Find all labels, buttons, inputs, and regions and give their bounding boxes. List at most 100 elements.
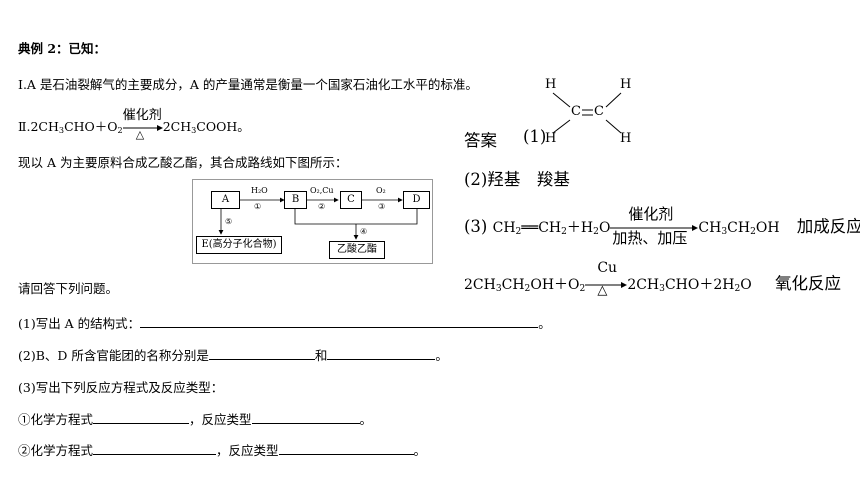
q3b-type-blank[interactable]: [278, 442, 414, 455]
eq1-text: OH: [755, 220, 780, 236]
eq2-arrow-above: Cu: [597, 260, 618, 276]
label-o2: O₂: [376, 186, 386, 195]
condition-1: Ⅰ.A 是石油裂解气的主要成分，A 的产量通常是衡量一个国家石油化工水平的标准。: [18, 77, 478, 92]
question-2: (2)B、D 所含官能团的名称分别是 和 。: [18, 345, 448, 364]
eq2-reactants: 2CH3CH2OH＋O2: [464, 277, 586, 294]
cond2-sub: 3: [58, 125, 65, 135]
node-c: C: [340, 191, 362, 209]
q3a-mid: ，反应类型: [189, 412, 252, 427]
eq1-sub: 2: [515, 227, 522, 237]
eq2-sub: 2: [524, 284, 531, 294]
q3a-suffix: 。: [359, 412, 373, 427]
q1-suffix: 。: [538, 316, 551, 331]
eq1-text: CH: [492, 220, 516, 236]
label-step5: ⑤: [225, 217, 233, 226]
eq2-arrow: Cu △: [585, 260, 628, 298]
eq1-text: ＋H: [566, 220, 594, 236]
ethylene-bonds: [552, 92, 622, 134]
question-3a: ①化学方程式 ，反应类型 。: [18, 409, 372, 428]
eq2-text: 2CH: [627, 277, 660, 293]
eq1-sub: 2: [593, 227, 599, 237]
eq2-text: OH＋O: [530, 277, 580, 293]
q2-answer-blank-b[interactable]: [208, 347, 315, 360]
ethylene-structure: H H H H C C: [542, 77, 634, 149]
label-step1: ①: [254, 202, 262, 211]
eq1-reactants: CH2══CH2＋H2O: [492, 220, 611, 237]
question-1: (1)写出 A 的结构式： 。: [18, 313, 551, 332]
q3a-equation-blank[interactable]: [93, 411, 190, 424]
q3b-equation-blank[interactable]: [93, 442, 217, 455]
eq2-sub: 3: [659, 284, 665, 294]
eq1-arrow-above: 催化剂: [628, 205, 674, 223]
q3b-prefix: ②化学方程式: [18, 443, 94, 458]
q3b-mid: ，反应类型: [216, 443, 279, 458]
answer-q3-number: (3): [464, 217, 488, 236]
synthesis-flowchart: A B C D E(高分子化合物) 乙酸乙酯 H₂O ① O₂,Cu ② O₂ …: [192, 179, 433, 264]
eq1-text: CH: [538, 220, 562, 236]
eq1-double-bond: ══: [521, 220, 539, 236]
atom-h: H: [545, 131, 557, 146]
q3a-prefix: ①化学方程式: [18, 412, 94, 427]
q2-answer-blank-d[interactable]: [327, 347, 436, 360]
q2-prefix: (2)B、D 所含官能团的名称分别是: [18, 348, 209, 363]
cond2-sub: 2: [117, 125, 123, 135]
question-title: 典例 2：已知：: [18, 41, 107, 56]
cond2-suffix: COOH。: [196, 119, 250, 134]
node-d: D: [403, 191, 430, 209]
flowchart-lines: [218, 197, 418, 240]
q1-answer-blank[interactable]: [140, 315, 539, 328]
answer-label: 答案: [464, 131, 497, 150]
eq2-arrow-below: △: [597, 283, 608, 298]
label-o2-cu: O₂,Cu: [310, 186, 334, 195]
eq2-text: CHO＋2H: [664, 277, 735, 293]
q2-suffix: 。: [435, 348, 448, 363]
label-step2: ②: [318, 202, 326, 211]
eq1-text: CH: [727, 220, 751, 236]
reaction-arrow: 催化剂 △: [122, 108, 163, 141]
atom-h: H: [620, 131, 632, 146]
eq2-products: 2CH3CHO＋2H2O: [627, 277, 752, 294]
node-e: E(高分子化合物): [196, 236, 282, 254]
node-b: B: [284, 191, 307, 209]
q2-mid: 和: [314, 348, 328, 363]
eq1-text: CH: [698, 220, 722, 236]
eq2-sub: 2: [734, 284, 741, 294]
answer-q1-number: (1): [523, 127, 547, 146]
cond2-mid1: CHO＋O: [64, 119, 118, 134]
question-3b: ②化学方程式 ，反应类型 。: [18, 440, 426, 459]
atom-h: H: [545, 77, 557, 92]
label-step4: ④: [360, 227, 368, 236]
eq2-reaction-type: 氧化反应: [774, 274, 841, 293]
ask-text: 请回答下列问题。: [18, 281, 119, 296]
eq1-products: CH3CH2OH: [698, 220, 780, 237]
atom-c: C: [594, 104, 604, 119]
q3a-type-blank[interactable]: [251, 411, 360, 424]
q1-prefix: (1)写出 A 的结构式：: [18, 316, 141, 331]
eq2-text: 2CH: [464, 277, 496, 293]
atom-h: H: [620, 77, 632, 92]
eq1-arrow-below: 加热、加压: [612, 229, 688, 247]
eq1-sub: 3: [721, 227, 728, 237]
eq2-sub: 3: [495, 284, 502, 294]
eq1-text: O: [598, 220, 611, 236]
label-step3: ③: [378, 202, 386, 211]
arrow-catalyst-label: 催化剂: [122, 108, 162, 123]
eq1-reaction-type: 加成反应: [796, 217, 860, 236]
arrow-heat-label: △: [135, 128, 145, 141]
eq2-sub: 2: [579, 284, 586, 294]
eq2-text: O: [740, 277, 752, 293]
cond2-sub: 3: [191, 125, 197, 135]
q3b-suffix: 。: [413, 443, 427, 458]
question-3: (3)写出下列反应方程式及反应类型：: [18, 380, 224, 395]
eq1-sub: 2: [561, 227, 567, 237]
cond2-mid2: 2CH: [162, 119, 192, 134]
node-ethyl-acetate: 乙酸乙酯: [329, 241, 385, 259]
answer-q2: (2)羟基 羧基: [464, 170, 570, 189]
cond2-prefix: Ⅱ.2CH: [18, 119, 59, 134]
label-h2o: H₂O: [251, 186, 268, 195]
intro-text: 现以 A 为主要原料合成乙酸乙酯，其合成路线如下图所示：: [18, 155, 348, 170]
eq1-sub: 2: [750, 227, 756, 237]
